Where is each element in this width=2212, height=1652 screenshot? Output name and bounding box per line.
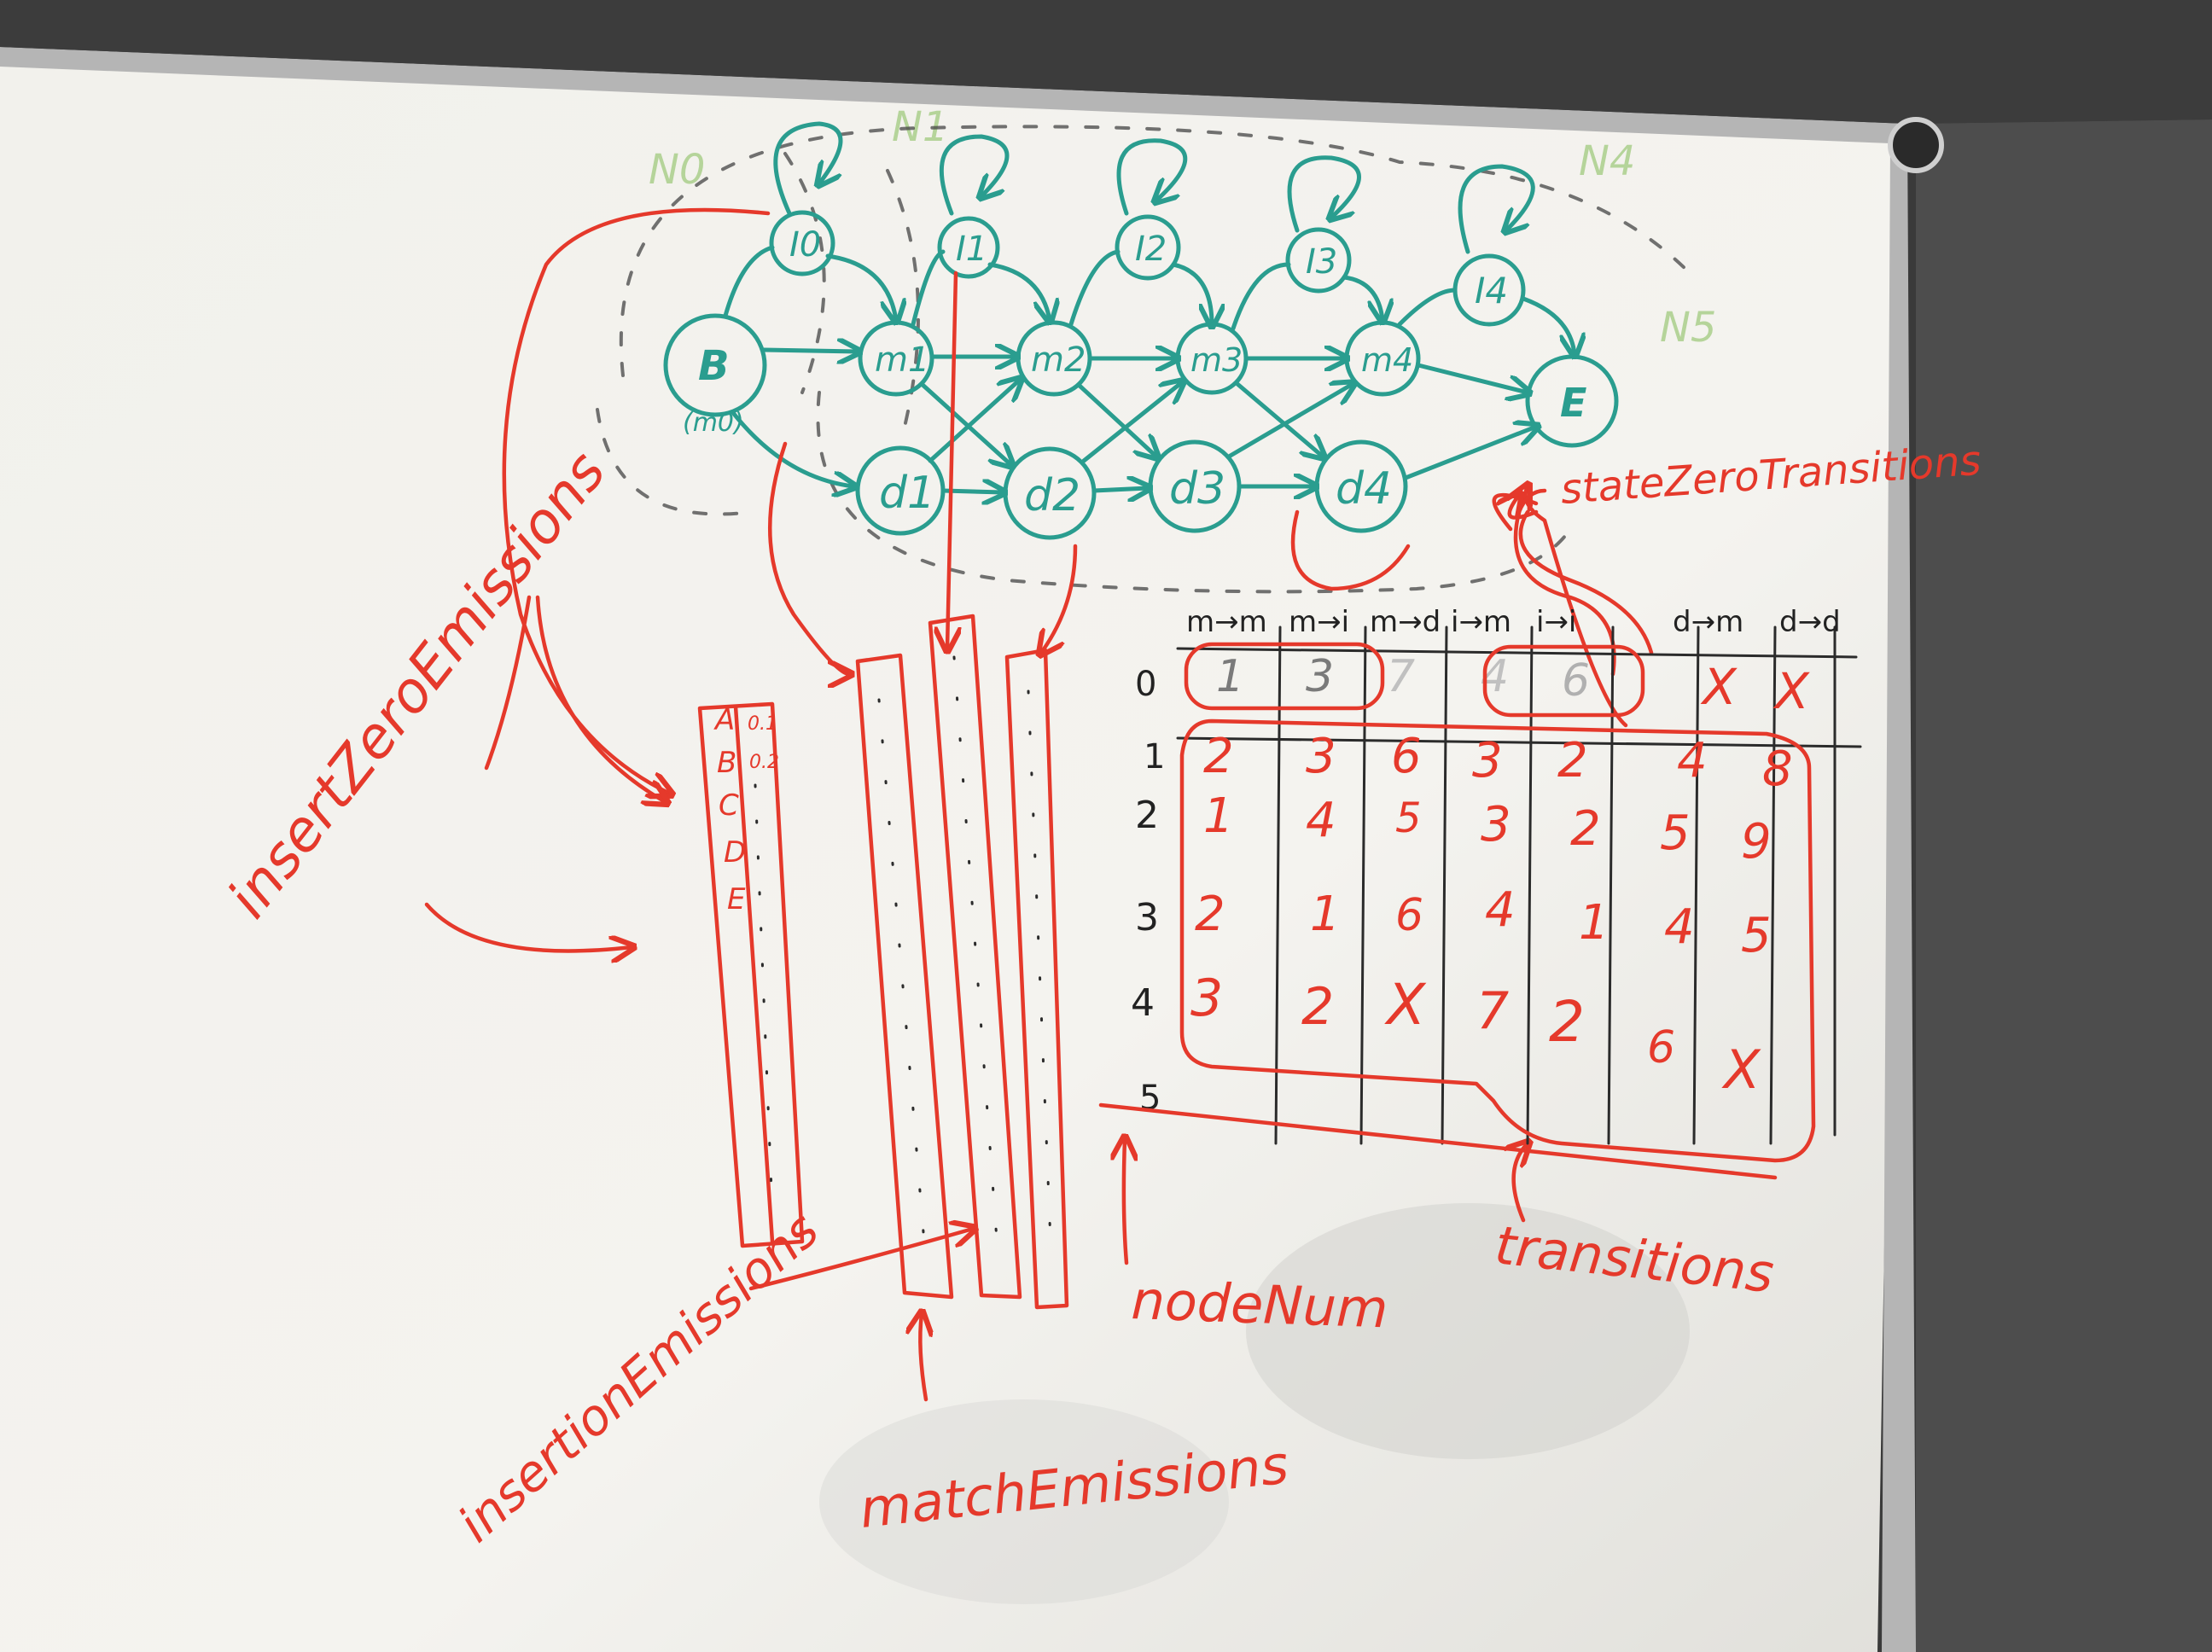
state-label: d4 xyxy=(1336,463,1392,515)
row-label: 3 xyxy=(1135,896,1159,939)
table-cell: 6 xyxy=(1562,655,1590,707)
table-cell: 1 xyxy=(1216,651,1244,702)
state-label: d1 xyxy=(879,468,935,519)
table-cell: 7 xyxy=(1387,651,1415,702)
emission-letter: E xyxy=(727,882,746,916)
table-cell: X xyxy=(1721,1038,1761,1101)
state-node xyxy=(1285,227,1352,294)
table-header: m→i xyxy=(1289,605,1349,639)
table-header: m→m xyxy=(1186,605,1267,639)
table-cell: 3 xyxy=(1190,969,1223,1028)
eraser-smudge xyxy=(1246,1203,1690,1459)
emission-value: 0.2 xyxy=(749,752,779,773)
table-cell: 3 xyxy=(1306,729,1336,784)
state-label: m4 xyxy=(1361,341,1413,379)
table-cell: 2 xyxy=(1301,977,1334,1037)
table-cell: 4 xyxy=(1306,793,1336,848)
table-header: m→d xyxy=(1370,605,1441,639)
state-node xyxy=(663,313,767,417)
table-cell: 2 xyxy=(1549,989,1585,1055)
state-label: m2 xyxy=(1031,340,1086,380)
state-label: B xyxy=(698,342,730,390)
row-label: 1 xyxy=(1144,737,1165,777)
table-cell: 7 xyxy=(1476,981,1509,1041)
table-cell: X xyxy=(1384,972,1427,1038)
table-cell: 6 xyxy=(1647,1022,1675,1073)
frame-corner-icon xyxy=(1888,117,1944,173)
table-header: d→d xyxy=(1779,605,1841,639)
table-cell: X xyxy=(1700,658,1738,716)
emission-value: 0.1 xyxy=(748,713,777,735)
table-header: i→i xyxy=(1536,605,1576,639)
table-cell: 9 xyxy=(1741,814,1772,870)
table-cell: 3 xyxy=(1481,797,1511,852)
eraser-smudge xyxy=(819,1399,1229,1604)
table-cell: X xyxy=(1773,662,1810,720)
transitions-table: m→m m→i m→d i→m i→i d→m d→d 0 1 2 3 4 5 … xyxy=(1098,605,1862,1180)
state-zero-bracket xyxy=(1482,644,1645,718)
state-node xyxy=(1115,214,1181,281)
match-emission-column xyxy=(928,614,1022,1300)
state-label: d2 xyxy=(1024,470,1080,521)
state-label: I4 xyxy=(1475,270,1508,311)
table-cell: 4 xyxy=(1664,899,1695,955)
table-cell: 4 xyxy=(1485,882,1516,938)
state-label: d3 xyxy=(1169,463,1225,515)
emission-columns: A B C D E 0.1 0.2 xyxy=(697,614,1069,1310)
table-cell: 2 xyxy=(1195,887,1225,942)
state-label: m3 xyxy=(1190,341,1243,379)
table-cell: 3 xyxy=(1472,733,1503,788)
table-cell: 3 xyxy=(1306,651,1334,702)
table-cell: 1 xyxy=(1310,887,1341,942)
state-label: I1 xyxy=(956,230,987,269)
table-cell: 2 xyxy=(1557,733,1588,788)
table-header: d→m xyxy=(1673,605,1743,639)
table-cell: 2 xyxy=(1203,729,1234,784)
state-label: I2 xyxy=(1135,230,1167,269)
state-zero-bracket xyxy=(1184,642,1385,711)
state-label: I3 xyxy=(1306,242,1337,282)
table-cell: 5 xyxy=(1395,794,1422,842)
faint-label: N5 xyxy=(1660,304,1716,352)
state-label: m1 xyxy=(875,340,929,380)
state-sublabel: (m0) xyxy=(683,408,744,438)
state-node xyxy=(937,216,1000,279)
match-emission-column xyxy=(1004,648,1069,1310)
wall-top xyxy=(0,0,2212,124)
insert-zero-emission-column xyxy=(697,701,805,1248)
table-cell: 8 xyxy=(1762,742,1793,797)
table-cell: 2 xyxy=(1570,801,1601,857)
wall-right xyxy=(1916,119,2212,1652)
table-cell: 1 xyxy=(1579,895,1610,951)
table-cell: 6 xyxy=(1391,729,1422,784)
row-label: 4 xyxy=(1131,981,1155,1025)
table-header: i→m xyxy=(1451,605,1511,639)
transitions-bracket xyxy=(1179,718,1816,1163)
table-cell: 5 xyxy=(1741,908,1772,963)
emission-letter: C xyxy=(719,788,739,823)
table-cell: 5 xyxy=(1660,806,1691,861)
table-cell: 1 xyxy=(1203,788,1234,844)
row-label: 0 xyxy=(1135,665,1156,704)
faint-label: N4 xyxy=(1579,137,1635,185)
table-cell: 4 xyxy=(1677,733,1708,788)
state-label: I0 xyxy=(789,225,821,265)
hmm-network: I0 I1 I2 I3 I4 m1 m2 m3 m4 d1 d2 d3 d4 B… xyxy=(663,121,1619,540)
table-cell: 6 xyxy=(1395,890,1423,941)
emission-letter: B xyxy=(717,746,736,780)
node-num-label: nodeNum xyxy=(1130,1269,1388,1340)
row-label: 2 xyxy=(1135,794,1159,837)
match-emission-column xyxy=(855,653,954,1300)
emission-letter: D xyxy=(724,835,746,870)
emission-letter: A xyxy=(713,703,735,737)
state-node xyxy=(769,210,835,276)
state-label: E xyxy=(1560,380,1586,426)
